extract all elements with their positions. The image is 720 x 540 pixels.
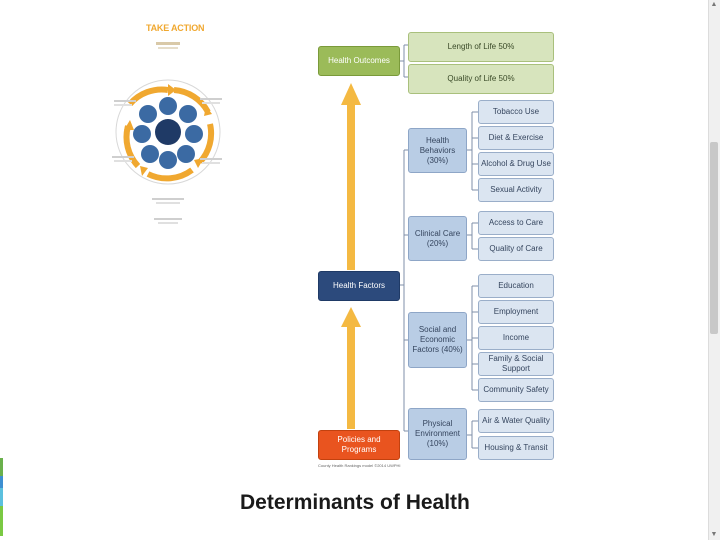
take-action-title: TAKE ACTION (146, 23, 205, 33)
source-note: County Health Rankings model ©2014 UWPHI (318, 463, 401, 468)
item-education: Education (478, 274, 554, 298)
item-access-to-care: Access to Care (478, 211, 554, 235)
item-diet-exercise: Diet & Exercise (478, 126, 554, 150)
item-tobacco-use: Tobacco Use (478, 100, 554, 124)
group-clinical-care: Clinical Care (20%) (408, 216, 467, 261)
item-family-social-support: Family & Social Support (478, 352, 554, 376)
item-air-water-quality: Air & Water Quality (478, 409, 554, 433)
model-connectors (341, 44, 478, 449)
item-employment: Employment (478, 300, 554, 324)
group-social-economic: Social and Economic Factors (40%) (408, 312, 467, 368)
edge-accent-green (0, 458, 3, 476)
edge-accent-blue (0, 476, 3, 488)
item-community-safety: Community Safety (478, 378, 554, 402)
outcome-length-of-life: Length of Life 50% (408, 32, 554, 62)
outcome-quality-of-life: Quality of Life 50% (408, 64, 554, 94)
edge-accent-lime (0, 506, 3, 536)
item-income: Income (478, 326, 554, 350)
health-factors-box: Health Factors (318, 271, 400, 301)
item-housing-transit: Housing & Transit (478, 436, 554, 460)
action-cycle-graphic (112, 42, 222, 224)
take-action-diagram: TAKE ACTION (112, 20, 224, 232)
scrollbar-thumb[interactable] (710, 142, 718, 334)
policies-programs-box: Policies and Programs (318, 430, 400, 460)
slide-caption: Determinants of Health (240, 491, 470, 514)
item-sexual-activity: Sexual Activity (478, 178, 554, 202)
edge-accent-cyan (0, 488, 3, 506)
scroll-down-arrow-icon[interactable]: ▼ (710, 531, 718, 538)
item-alcohol-drug-use: Alcohol & Drug Use (478, 152, 554, 176)
scroll-up-arrow-icon[interactable]: ▲ (710, 1, 718, 8)
item-quality-of-care: Quality of Care (478, 237, 554, 261)
group-physical-environment: Physical Environment (10%) (408, 408, 467, 460)
group-health-behaviors: Health Behaviors (30%) (408, 128, 467, 173)
health-outcomes-box: Health Outcomes (318, 46, 400, 76)
